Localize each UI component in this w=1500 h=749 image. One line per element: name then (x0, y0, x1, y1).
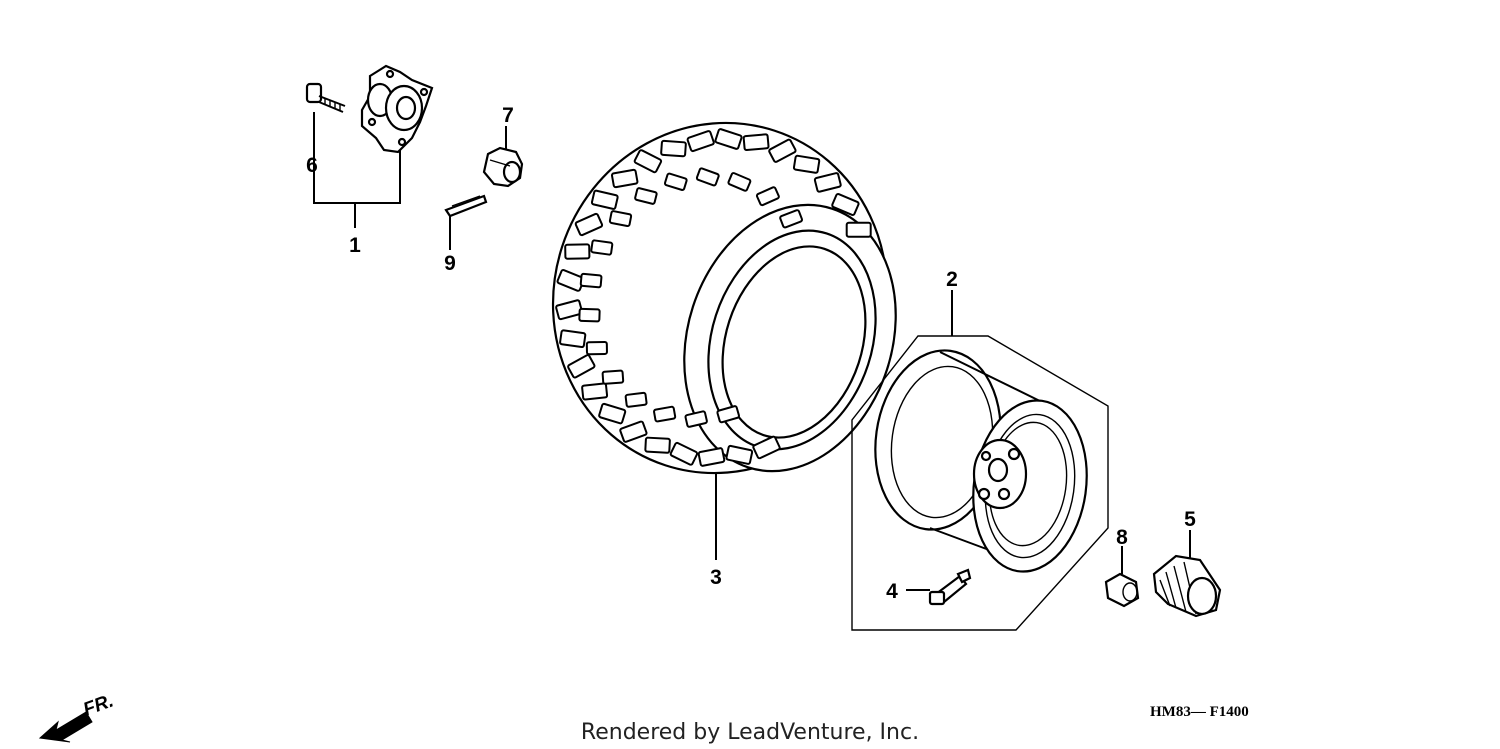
tread-lug (581, 382, 609, 401)
valve-stem (906, 568, 972, 606)
tread-lug (813, 172, 842, 193)
callout-1: 1 (349, 234, 361, 257)
tread-lug (559, 329, 587, 349)
tread-lug (598, 402, 627, 425)
tread-lug (742, 133, 770, 152)
tread-lug (779, 209, 804, 229)
tread-lug (633, 149, 663, 174)
tread-lug (845, 221, 872, 238)
tread-lug (792, 154, 821, 174)
tire-tread-lugs (555, 128, 872, 467)
tread-lug (663, 172, 688, 191)
tread-lug (564, 243, 591, 260)
tread-lug (634, 187, 658, 205)
tread-lug (716, 405, 740, 424)
tread-lug (579, 272, 603, 289)
tread-lug (578, 307, 601, 323)
tread-lug (567, 354, 596, 379)
callout-4: 4 (886, 580, 898, 603)
tread-lug (686, 130, 715, 153)
diagram-code: HM83— F1400 (1150, 704, 1249, 720)
front-label: FR. (81, 690, 117, 720)
tread-lug (752, 435, 781, 460)
tread-lug (590, 239, 614, 256)
tire (551, 121, 897, 560)
wheel-rim (851, 290, 1109, 631)
tread-lug (601, 369, 625, 385)
tread-lug (619, 420, 648, 443)
castle-nut (482, 126, 524, 188)
tread-lug (669, 441, 699, 466)
callout-8: 8 (1116, 526, 1128, 549)
center-cap (1152, 530, 1222, 618)
hub-bolt (305, 82, 346, 113)
tread-lug (653, 405, 677, 423)
tread-lug (660, 139, 687, 158)
tread-lug (695, 167, 720, 187)
tread-lug (590, 189, 619, 210)
tread-lug (684, 410, 708, 428)
tread-lug (624, 391, 648, 408)
callout-5: 5 (1184, 508, 1196, 531)
callout-1-bracket (313, 112, 401, 204)
callout-9: 9 (444, 252, 456, 275)
tread-lug (725, 444, 754, 465)
wheel-nut (1104, 546, 1140, 608)
tread-lug (714, 128, 743, 150)
tread-lug (768, 138, 797, 163)
tread-lug (697, 447, 726, 467)
tread-lug (574, 212, 604, 237)
front-arrow-icon (38, 711, 93, 743)
hub-flange (360, 64, 434, 154)
hub-assembly (305, 64, 434, 228)
tread-lug (644, 436, 671, 454)
tread-lug (585, 340, 608, 356)
tread-lug (610, 168, 639, 189)
cotter-pin (444, 194, 488, 250)
callout-3: 3 (710, 566, 722, 589)
front-direction-indicator: FR. (38, 690, 117, 743)
tread-lug (755, 186, 780, 207)
callout-2: 2 (946, 268, 958, 291)
callout-labels: 1 2 3 4 5 6 7 8 9 (306, 104, 1196, 603)
tread-lug (608, 210, 633, 228)
credit-text: Rendered by LeadVenture, Inc. (581, 720, 919, 745)
callout-7: 7 (502, 104, 514, 127)
tread-lug (727, 172, 752, 192)
tread-lug (831, 192, 860, 217)
tread-lug (555, 299, 584, 321)
callout-6: 6 (306, 154, 318, 177)
